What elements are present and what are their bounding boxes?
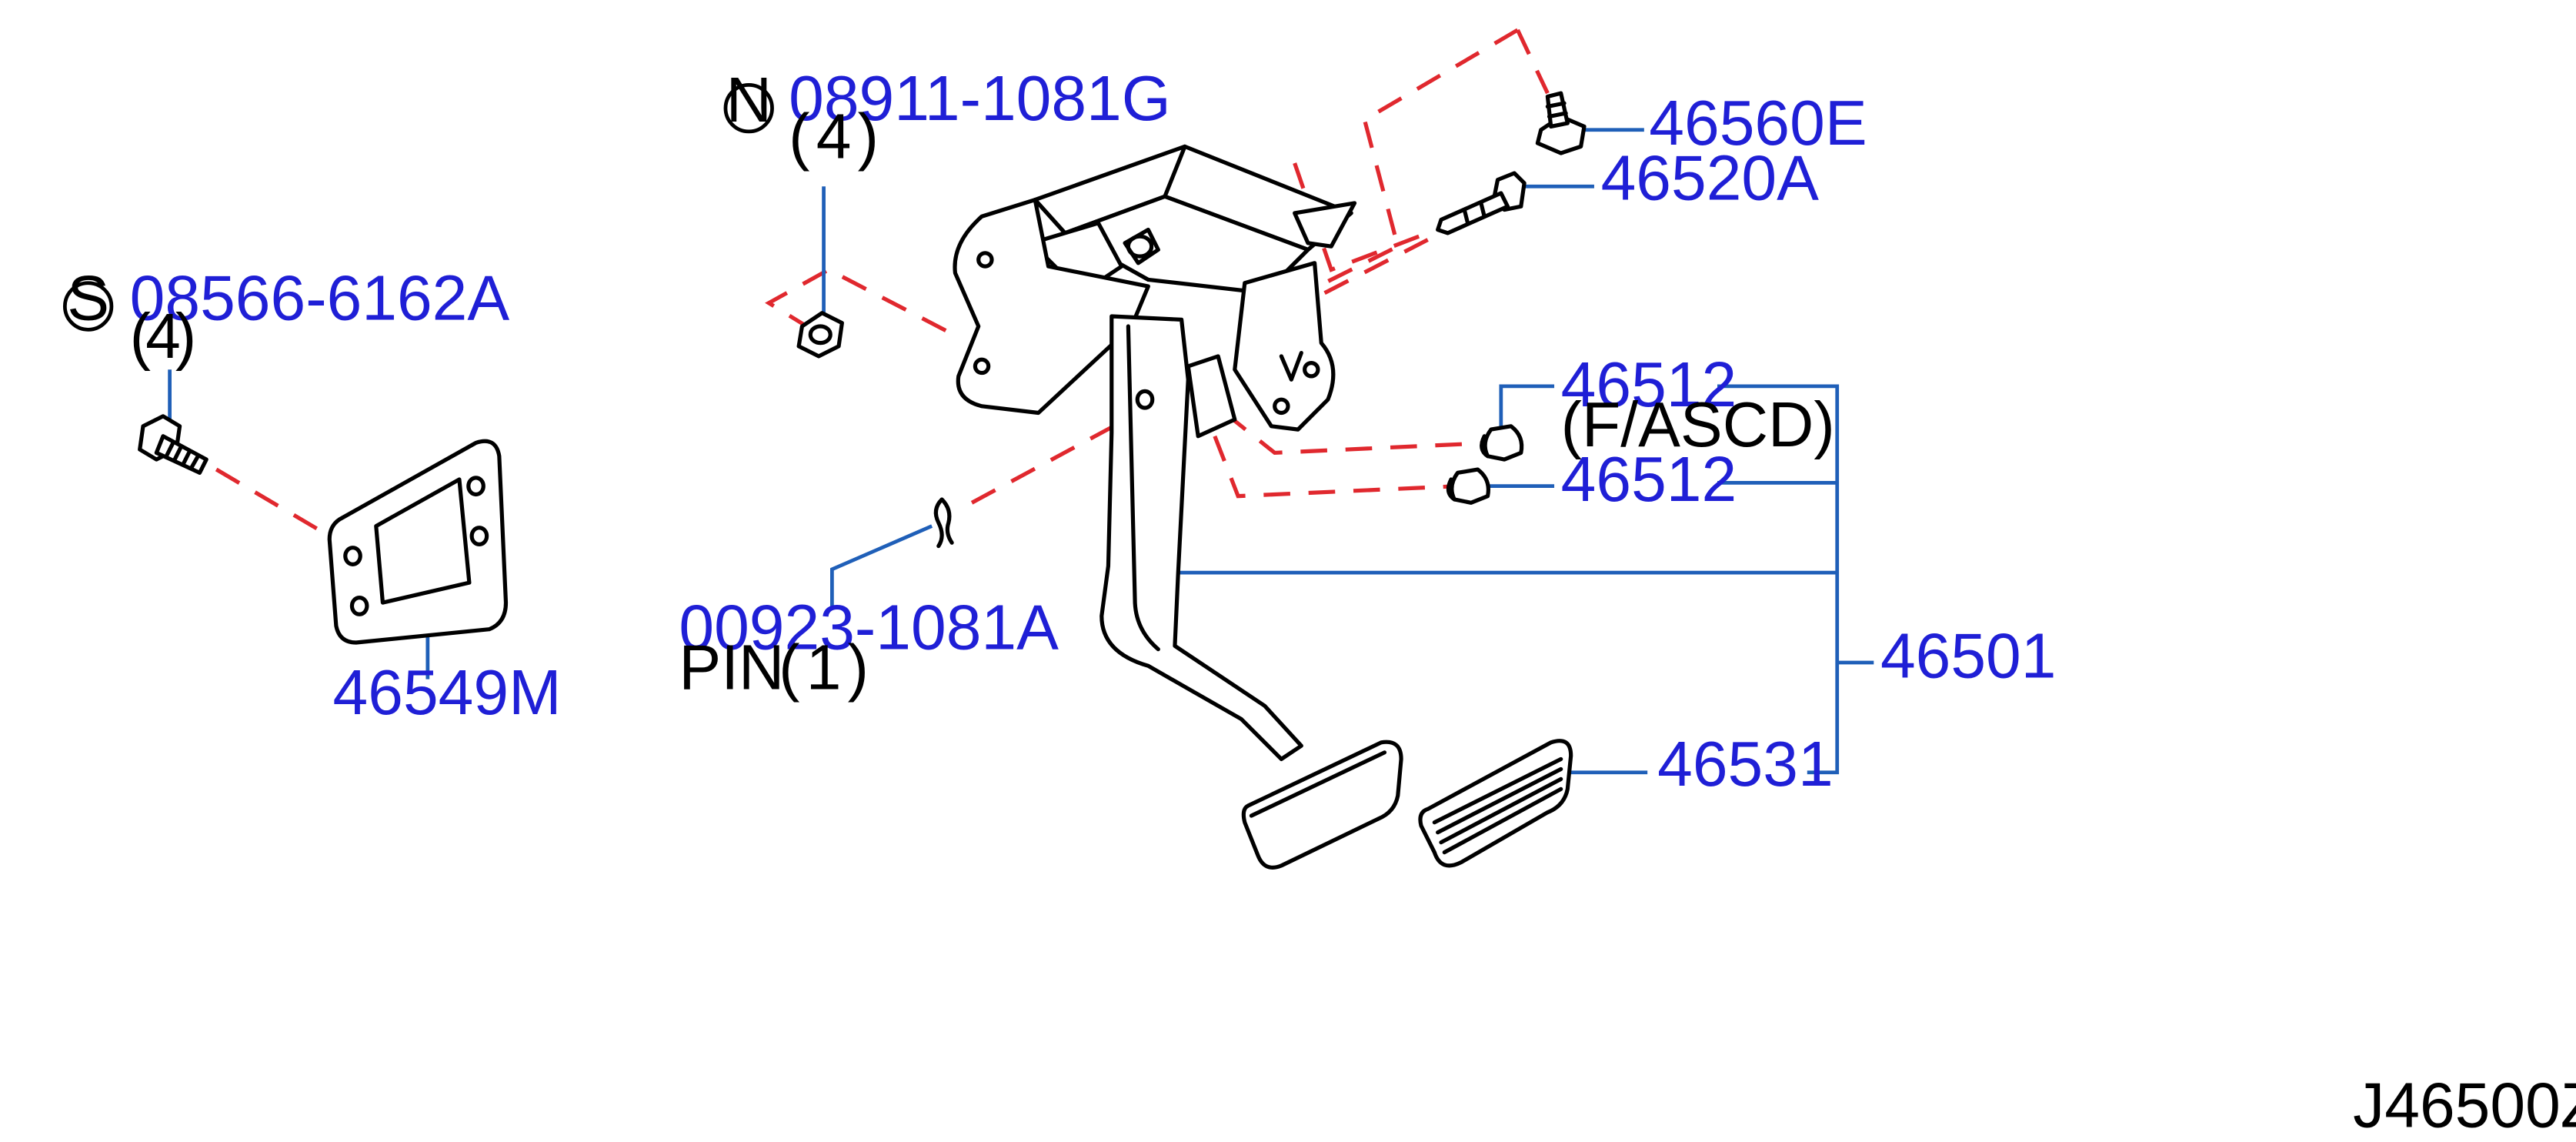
stopper-ascd-note: (F/ASCD) [1561, 390, 1835, 460]
pin-name: PIN [679, 633, 784, 703]
bolt-s-marker: S [62, 263, 114, 333]
nut-qty: ( 4 ) [789, 102, 879, 172]
bolt-s-part-number: 08566-6162A [130, 263, 510, 333]
leader-lines [168, 128, 1874, 775]
bolt-top-part [1535, 91, 1587, 155]
stopper-part-number: 46512 [1561, 445, 1737, 515]
bolt-s-part [138, 414, 209, 475]
spacer-plate-part [327, 439, 509, 645]
spacer-part-number: 46549M [333, 658, 562, 728]
shaft-bolt-part [1436, 171, 1527, 235]
footer-code: J46500Z4 [2353, 1071, 2576, 1141]
nut-marker: N [723, 65, 774, 135]
pin-part [933, 497, 954, 549]
pin-part-number: 00923-1081A [679, 593, 1059, 663]
pedal-bracket-assembly [953, 144, 1357, 762]
pedal-pad-part-number: 46531 [1657, 730, 1834, 800]
stopper-ascd-part-number: 46512 [1561, 350, 1737, 420]
bolt-top-part-number: 46560E [1649, 88, 1867, 159]
stopper-part [1446, 467, 1490, 505]
nut-part [796, 311, 844, 359]
nut-marker-letter: N [726, 65, 772, 135]
shaft-bolt-part-number: 46520A [1601, 144, 1820, 214]
stopper-ascd-part [1480, 424, 1524, 462]
bolt-s-qty: ( 4 ) [130, 302, 197, 372]
pin-qty: ( 1 ) [779, 633, 869, 703]
pedal-pad-part [1418, 739, 1573, 868]
callout-labels: 08911-1081G ( 4 ) 08566-6162A ( 4 ) 4654… [130, 64, 2576, 1141]
pedal-assy-part-number: 46501 [1880, 621, 2057, 691]
nut-part-number: 08911-1081G [789, 64, 1171, 134]
pedal-pad-mounted [1241, 740, 1403, 870]
bolt-s-marker-letter: S [67, 263, 109, 333]
